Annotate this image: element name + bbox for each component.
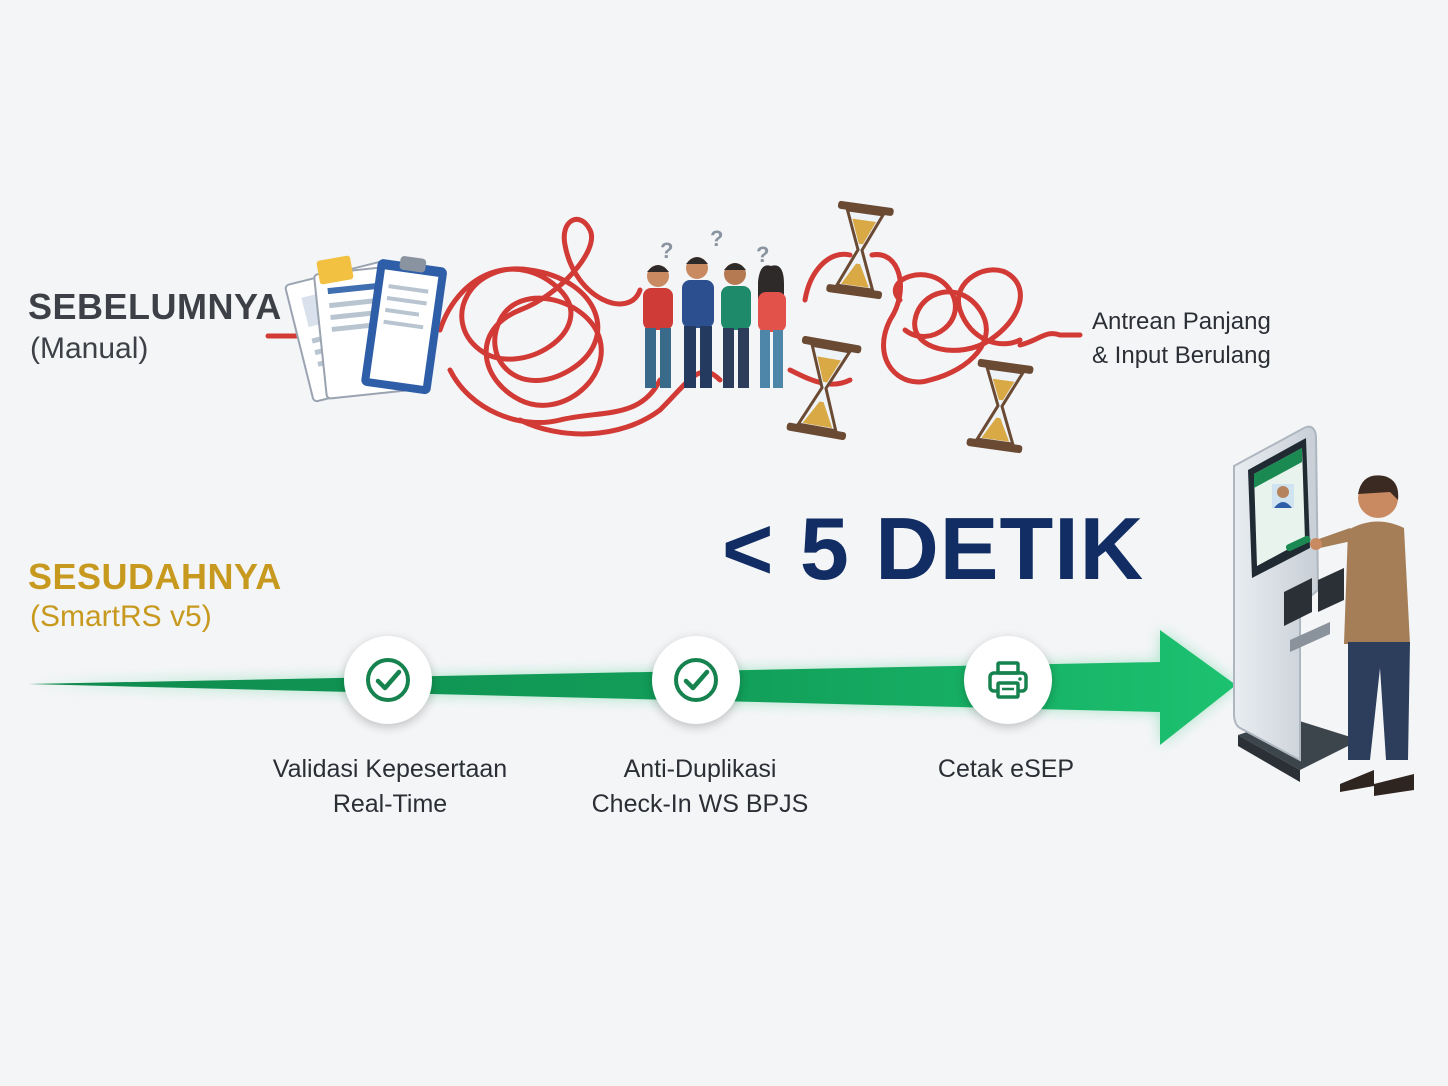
- svg-text:?: ?: [710, 226, 723, 251]
- step-print-badge: [964, 636, 1052, 724]
- person-using-kiosk: [1310, 475, 1414, 796]
- check-circle-icon: [366, 658, 410, 702]
- printer-icon: [988, 661, 1028, 699]
- fast-process-arrow: [28, 630, 1236, 745]
- self-service-kiosk: [1233, 425, 1360, 782]
- confused-people-group: ? ? ?: [643, 226, 786, 388]
- before-section-subtitle: (Manual): [30, 332, 149, 365]
- after-section-title: SESUDAHNYA: [28, 556, 282, 597]
- hourglass-icon: [826, 200, 894, 300]
- processing-time-label: < 5 DETIK: [722, 499, 1145, 598]
- after-section-subtitle: (SmartRS v5): [30, 600, 212, 633]
- step-validation-badge: [344, 636, 432, 724]
- outcome-line-1: Antrean Panjang: [1092, 308, 1271, 335]
- hourglass-icon: [966, 358, 1034, 454]
- step-label-line-2: Real-Time: [332, 790, 448, 818]
- step-validation-label: Validasi Kepesertaan Real-Time: [240, 752, 540, 822]
- outcome-line-2: & Input Berulang: [1092, 342, 1271, 369]
- step-anti-duplication-badge: [652, 636, 740, 724]
- hourglass-icon: [786, 335, 862, 441]
- step-label-line-2: Check-In WS BPJS: [591, 790, 809, 818]
- step-anti-duplication-label: Anti-Duplikasi Check-In WS BPJS: [550, 752, 850, 822]
- before-outcome-text: Antrean Panjang & Input Berulang: [1092, 305, 1322, 373]
- step-print-label: Cetak eSEP: [856, 752, 1156, 787]
- question-mark-icon: ? ? ?: [660, 226, 769, 267]
- step-label-line-1: Anti-Duplikasi: [623, 755, 777, 783]
- step-label-line-1: Validasi Kepesertaan: [272, 755, 508, 783]
- svg-text:?: ?: [756, 242, 769, 267]
- step-label-line-1: Cetak eSEP: [937, 755, 1075, 783]
- before-section-title: SEBELUMNYA: [28, 286, 282, 327]
- paperwork-clipboard-icon: [284, 255, 447, 403]
- check-circle-icon: [674, 658, 718, 702]
- svg-text:?: ?: [660, 238, 673, 263]
